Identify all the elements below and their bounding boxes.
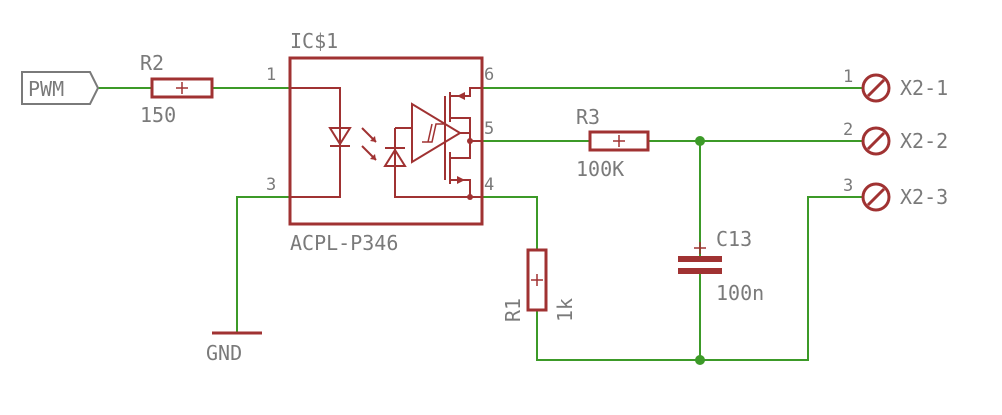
- r2-name: R2: [140, 51, 164, 75]
- wire-r1-bottom: [536, 196, 862, 361]
- capacitor-c13: C13 100n: [678, 227, 764, 305]
- resistor-r3: R3 100K: [576, 105, 650, 181]
- light-arrowhead-2: [370, 154, 376, 160]
- wire-ic-pin4-r1: [482, 196, 538, 250]
- schmitt-buffer-icon: [411, 102, 462, 164]
- ic-pin-6-label: 6: [484, 65, 494, 85]
- nmos-arrow: [457, 176, 465, 184]
- connector-x2: 1 X2-1 2 X2-2 3 X2-3: [843, 67, 948, 212]
- pwm-input-port: PWM: [21, 71, 100, 105]
- led-icon: [328, 127, 352, 146]
- r1-value: 1k: [553, 298, 577, 322]
- connector-pin-3: 3 X2-3: [843, 176, 948, 212]
- connector-pin-2-number: 2: [843, 120, 853, 140]
- connector-pin-2-label: X2-2: [900, 129, 948, 153]
- r2-body: [150, 77, 214, 99]
- ic-internal-dot-pin5: [467, 138, 473, 144]
- ic-pin-5-label: 5: [484, 119, 494, 139]
- nmos-transistor-icon: [444, 141, 482, 198]
- ic-internal-circuit: [290, 87, 482, 198]
- wires: [98, 87, 862, 361]
- pwm-port-shape: [21, 71, 100, 105]
- connector-pin-1-label: X2-1: [900, 76, 948, 100]
- pmos-arrow: [457, 92, 465, 100]
- c13-plate-bottom: [678, 268, 722, 274]
- c13-name: C13: [716, 227, 752, 251]
- terminal-icon: [861, 73, 891, 103]
- connector-pin-3-label: X2-3: [900, 185, 948, 209]
- ic-name: IC$1: [290, 29, 338, 53]
- terminal-slash: [866, 131, 886, 151]
- c13-plus-icon: [694, 242, 706, 254]
- connector-pin-1-number: 1: [843, 67, 853, 87]
- r2-plus-icon: [176, 82, 188, 94]
- ground-label: GND: [206, 341, 242, 365]
- connector-pin-1: 1 X2-1: [843, 67, 948, 103]
- r1-name: R1: [501, 298, 525, 322]
- photodiode-icon: [383, 148, 407, 167]
- connector-pin-2: 2 X2-2: [843, 120, 948, 156]
- ic-acpl-p346: IC$1 ACPL-P346 1 3 6 5 4: [266, 29, 494, 255]
- ground-symbol: GND: [206, 331, 262, 365]
- light-arrowhead-1: [370, 136, 376, 142]
- c13-plate-top: [678, 256, 722, 262]
- ic-pin-3-label: 3: [266, 175, 276, 195]
- wire-ic-pin3-gnd: [236, 196, 290, 333]
- c13-value: 100n: [716, 281, 764, 305]
- r3-plus-icon: [613, 135, 625, 147]
- r3-name: R3: [576, 105, 600, 129]
- ic-internal-dot-pin4: [467, 194, 473, 200]
- r1-plus-icon: [531, 274, 543, 286]
- resistor-r1: R1 1k: [501, 248, 577, 322]
- r1-body: [526, 248, 548, 312]
- r3-body: [588, 130, 650, 152]
- r2-value: 150: [140, 103, 176, 127]
- schmitt-symbol: [422, 123, 444, 143]
- terminal-icon: [861, 182, 891, 212]
- ic-part-number: ACPL-P346: [290, 231, 398, 255]
- r3-value: 100K: [576, 157, 624, 181]
- resistor-r2: R2 150: [140, 51, 214, 127]
- terminal-slash: [866, 187, 886, 207]
- terminal-slash: [866, 78, 886, 98]
- junction-dot-x22: [695, 136, 705, 146]
- connector-pin-3-number: 3: [843, 176, 853, 196]
- pwm-port-label: PWM: [28, 77, 64, 101]
- ic-led-loop: [290, 87, 341, 198]
- terminal-icon: [861, 126, 891, 156]
- ic-pin-1-label: 1: [266, 65, 276, 85]
- junction-dot-gnd-net: [695, 355, 705, 365]
- ic-body: [288, 56, 484, 226]
- ic-pin-4-label: 4: [484, 175, 494, 195]
